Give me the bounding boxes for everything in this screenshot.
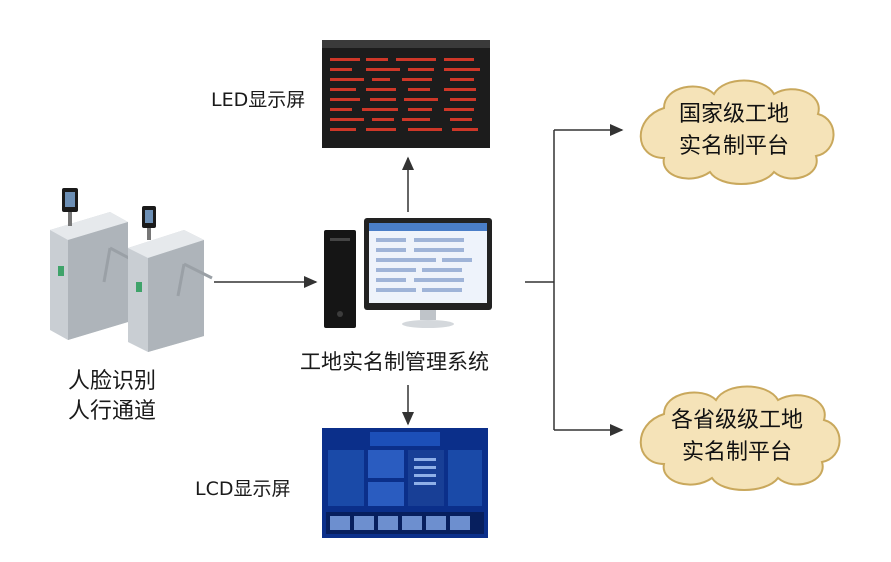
face-channel-label-line2: 人行通道 (68, 399, 157, 424)
desktop-computer-icon (318, 212, 498, 330)
management-system-label: 工地实名制管理系统 (300, 350, 489, 374)
provincial-platform-cloud: 各省级级工地 实名制平台 (624, 378, 850, 496)
led-display-icon (322, 40, 490, 148)
lcd-screen-label: LCD显示屏 (195, 478, 291, 500)
led-screen-label: LED显示屏 (211, 89, 306, 111)
national-platform-cloud: 国家级工地 实名制平台 (624, 72, 844, 190)
turnstile-gate-icon (44, 182, 216, 352)
national-platform-line2: 实名制平台 (678, 134, 789, 159)
face-channel-label-line1: 人脸识别 (68, 369, 157, 394)
provincial-platform-line1: 各省级级工地 (670, 408, 803, 433)
lcd-display-icon (322, 428, 488, 538)
provincial-platform-line2: 实名制平台 (681, 440, 792, 465)
national-platform-line1: 国家级工地 (678, 102, 789, 127)
face-channel-label: 人脸识别 人行通道 (68, 367, 156, 427)
